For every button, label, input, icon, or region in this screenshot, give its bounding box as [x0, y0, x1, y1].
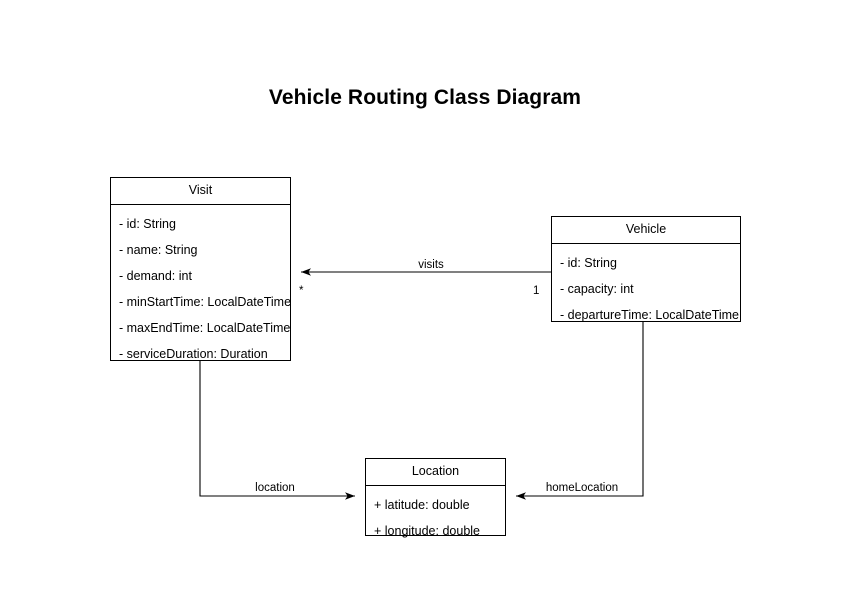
uml-class-name-vehicle: Vehicle: [552, 217, 740, 244]
uml-class-name-visit: Visit: [111, 178, 290, 205]
uml-attribute: - capacity: int: [560, 282, 634, 296]
uml-attribute: - id: String: [119, 217, 176, 231]
uml-attribute: - id: String: [560, 256, 617, 270]
page-title: Vehicle Routing Class Diagram: [268, 86, 582, 109]
edge-label-visits: visits: [418, 259, 444, 271]
multiplicity-vehicle-end: 1: [533, 285, 540, 297]
uml-attribute: + latitude: double: [374, 498, 470, 512]
multiplicity-visit-end: *: [299, 285, 304, 297]
edge-label-home-location: homeLocation: [545, 482, 619, 494]
uml-class-visit[interactable]: Visit - id: String - name: String - dema…: [110, 177, 291, 361]
uml-class-name-location: Location: [366, 459, 505, 486]
uml-class-location[interactable]: Location + latitude: double + longitude:…: [365, 458, 506, 538]
uml-class-vehicle[interactable]: Vehicle - id: String - capacity: int - d…: [551, 216, 741, 322]
uml-attribute: - demand: int: [119, 269, 192, 283]
uml-attribute: + longitude: double: [374, 524, 480, 538]
edge-location: [199, 361, 355, 500]
uml-attributes-vehicle: - id: String - capacity: int - departure…: [552, 244, 740, 334]
uml-attribute: - minStartTime: LocalDateTime: [119, 295, 292, 309]
edge-home-location: [516, 322, 644, 500]
uml-attributes-visit: - id: String - name: String - demand: in…: [111, 205, 292, 373]
uml-attribute: - name: String: [119, 243, 198, 257]
uml-attribute: - serviceDuration: Duration: [119, 347, 268, 361]
uml-attributes-location: + latitude: double + longitude: double: [366, 486, 505, 550]
edge-label-location: location: [255, 482, 295, 494]
uml-attribute: - departureTime: LocalDateTime: [560, 308, 740, 322]
uml-attribute: - maxEndTime: LocalDateTime: [119, 321, 291, 335]
